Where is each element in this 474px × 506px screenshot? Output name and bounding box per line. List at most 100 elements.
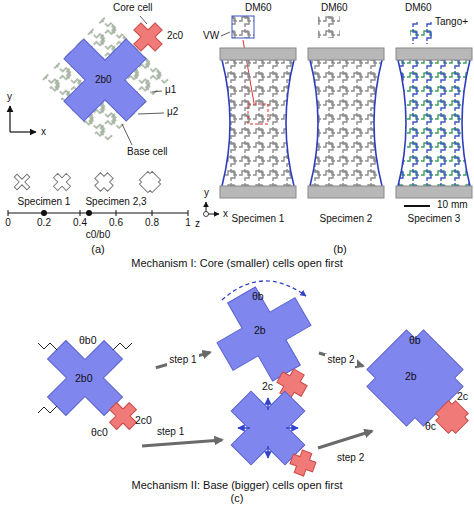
axis-label: y	[6, 91, 13, 103]
specimen-body	[222, 60, 294, 186]
specimen-edge	[310, 60, 382, 186]
material-label: DM60	[244, 2, 273, 14]
specimen-edge	[222, 60, 294, 186]
expansion-arrow	[267, 446, 269, 458]
geometry-label: 2b0	[75, 372, 93, 384]
expansion-arrow	[286, 427, 298, 429]
tick	[188, 210, 189, 216]
specimen-dot	[41, 210, 47, 216]
material-label: VW	[202, 30, 220, 42]
specimen-body	[398, 60, 470, 186]
core-cell-shape	[103, 396, 143, 436]
core-cell-shape	[127, 16, 169, 58]
material-label: μ2	[166, 106, 179, 118]
material-label: DM60	[404, 2, 433, 14]
leader-line	[138, 113, 164, 114]
step-label: step 2	[336, 452, 365, 464]
part-label: Base cell	[126, 146, 169, 158]
material-label: DM60	[320, 2, 349, 14]
core-cell	[127, 16, 169, 58]
geometry-label: θb0	[79, 334, 97, 346]
specimen-2	[308, 48, 384, 198]
grip	[220, 48, 296, 60]
axis-ticks	[8, 210, 188, 216]
geometry-label: 2c0	[135, 414, 152, 426]
base-cell	[203, 273, 326, 396]
geometry-label: 2b	[405, 370, 417, 382]
axis-label: y	[203, 187, 210, 199]
cell-icons	[9, 169, 162, 194]
specimen-3	[396, 48, 472, 198]
grip	[220, 186, 296, 198]
leader-line	[221, 32, 230, 36]
geometry-label: 2b	[254, 324, 266, 336]
grip	[396, 186, 472, 198]
tick-label: 1	[184, 217, 192, 229]
specimen-label: Specimen 1	[17, 196, 72, 208]
scale-bar	[404, 205, 430, 207]
geometry-label: θc	[425, 420, 436, 432]
dimension-label: 2b0	[94, 74, 113, 86]
mechanism-caption: Mechanism I: Core (smaller) cells open f…	[130, 257, 344, 270]
state-figure: θb2bθc2c	[365, 330, 470, 434]
core-cell	[432, 397, 472, 437]
tick-label: 0.2	[36, 217, 52, 229]
state-figure: θb0 2b0 2c0 θc0	[35, 330, 154, 440]
state-figure: θb2b2c	[212, 280, 317, 394]
panel-label: (c)	[230, 492, 245, 505]
base-cell	[214, 374, 321, 481]
tick-label: 0.8	[144, 217, 160, 229]
mechanism-caption: Mechanism II: Base (bigger) cells open f…	[131, 479, 344, 492]
cell-icon	[9, 169, 34, 194]
tick	[80, 210, 81, 216]
panel-label: (a)	[90, 243, 105, 256]
geometry-label: θc0	[91, 426, 108, 438]
beams	[38, 343, 132, 413]
step-arrow	[318, 431, 372, 448]
core-cell	[288, 448, 319, 479]
specimen-label: Specimen 2	[319, 213, 374, 225]
tick-label: 0.6	[108, 217, 124, 229]
leader-line	[152, 91, 162, 92]
specimen-dot	[86, 210, 92, 216]
axis-label: x	[222, 208, 229, 220]
step-label: step 2	[325, 354, 356, 366]
grip	[308, 186, 384, 198]
step-label: step 1	[167, 354, 198, 366]
step-arrow	[156, 352, 210, 367]
geometry-label: θb	[409, 334, 421, 346]
dimension-label: 2c0	[166, 30, 184, 42]
expansion-arrow	[238, 427, 250, 429]
expansion-arrow	[267, 398, 269, 410]
step-label: step 1	[156, 426, 185, 438]
tick-label: 0.4	[72, 217, 88, 229]
specimen-1	[220, 48, 296, 198]
rotation-arrow	[222, 281, 306, 300]
core-cell-shape	[288, 448, 319, 479]
tick	[116, 210, 117, 216]
grip	[308, 48, 384, 60]
specimen-body	[310, 60, 382, 186]
material-label: Tango+	[434, 16, 469, 28]
axis-out-of-plane	[204, 212, 209, 217]
step-arrow	[142, 440, 222, 446]
base-cell-shape	[203, 273, 326, 396]
expansion-arrows	[238, 398, 298, 458]
panel-label: (b)	[332, 243, 347, 256]
detail-box	[248, 104, 268, 124]
step-arrow	[319, 353, 363, 366]
tick	[8, 210, 9, 216]
cell-icon	[137, 169, 162, 194]
core-cell	[103, 396, 143, 436]
leader-line	[122, 124, 132, 145]
part-label: Core cell	[112, 2, 153, 14]
axis-label: x	[40, 126, 47, 138]
geometry-label: 2c	[262, 380, 273, 392]
cell-icon	[410, 22, 432, 44]
core-cell-shape	[432, 397, 472, 437]
